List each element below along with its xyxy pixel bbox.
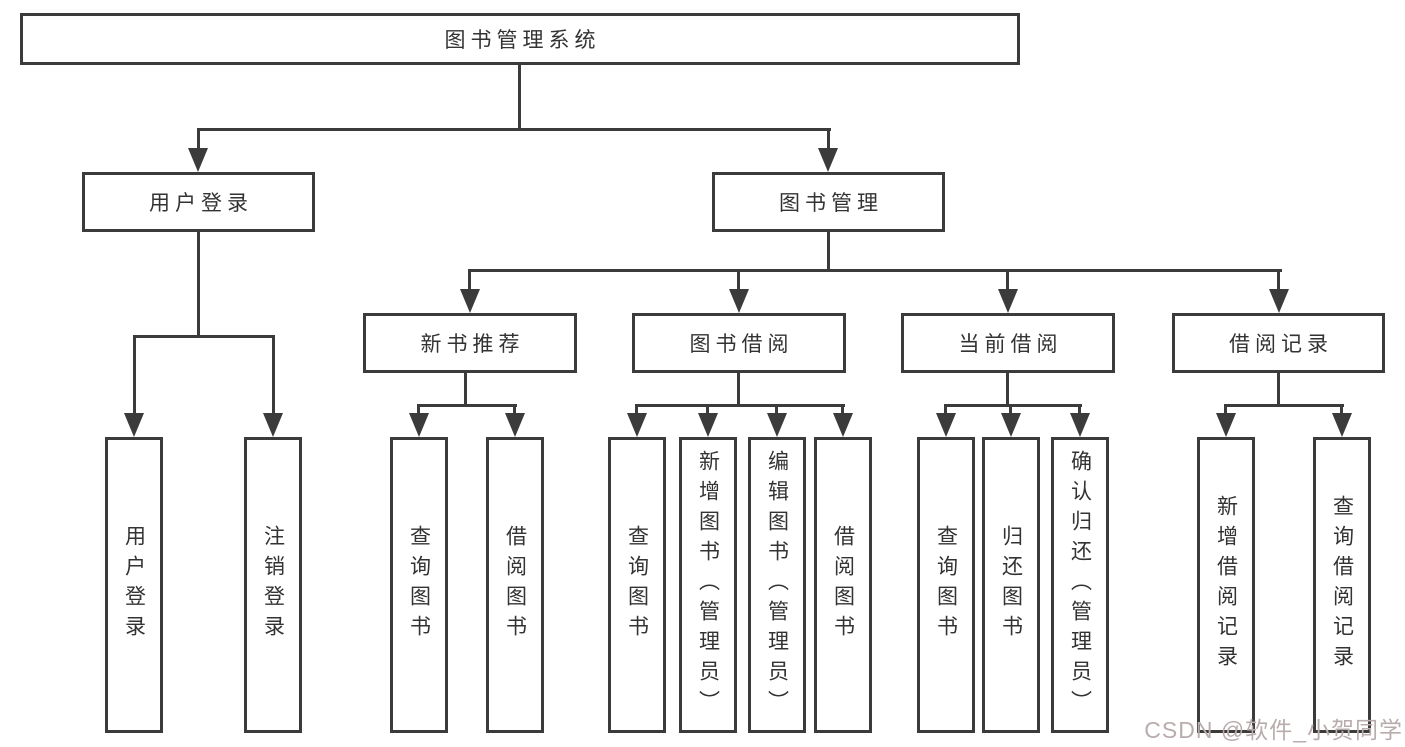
arrow-down-icon [124, 413, 144, 437]
arrow-down-icon [833, 413, 853, 437]
leaf-logout: 注销登录 [244, 437, 302, 733]
leaf-nb-borrow-books: 借阅图书 [486, 437, 544, 733]
node-book-management: 图书管理 [712, 172, 945, 232]
arrow-down-icon [409, 413, 429, 437]
node-borrow-records: 借阅记录 [1172, 313, 1385, 373]
connector-line [827, 231, 830, 272]
connector-line [1009, 404, 1012, 416]
connector-line [513, 404, 516, 416]
connector-line [417, 404, 517, 407]
connector-line [197, 128, 200, 152]
node-user-login: 用户登录 [82, 172, 315, 232]
connector-line [197, 128, 831, 131]
connector-line [635, 404, 845, 407]
arrow-down-icon [1001, 413, 1021, 437]
watermark: CSDN @软件_小贺同学 [1144, 717, 1403, 743]
connector-line [737, 269, 740, 293]
connector-line [944, 404, 1082, 407]
arrow-down-icon [263, 413, 283, 437]
arrow-down-icon [1070, 413, 1090, 437]
arrow-down-icon [1269, 289, 1289, 313]
connector-line [827, 128, 830, 152]
connector-line [417, 404, 420, 416]
arrow-down-icon [1216, 413, 1236, 437]
leaf-br-add-record: 新增借阅记录 [1197, 437, 1255, 733]
arrow-down-icon [505, 413, 525, 437]
connector-line [133, 335, 275, 338]
leaf-bb-add-books-admin: 新增图书（管理员） [679, 437, 737, 733]
connector-line [1078, 404, 1081, 416]
arrow-down-icon [729, 289, 749, 313]
leaf-bb-query-books: 查询图书 [608, 437, 666, 733]
connector-line [1006, 269, 1009, 293]
connector-line [635, 404, 638, 416]
node-book-borrow: 图书借阅 [632, 313, 846, 373]
connector-line [1006, 372, 1009, 407]
connector-line [944, 404, 947, 416]
connector-line [272, 335, 275, 417]
connector-line [841, 404, 844, 416]
connector-line [1277, 372, 1280, 407]
leaf-cb-query-books: 查询图书 [917, 437, 975, 733]
connector-line [464, 372, 467, 407]
connector-line [197, 231, 200, 338]
arrow-down-icon [936, 413, 956, 437]
leaf-nb-query-books: 查询图书 [390, 437, 448, 733]
connector-line [468, 269, 471, 293]
connector-line [518, 64, 521, 131]
node-library-system: 图书管理系统 [20, 13, 1020, 65]
node-current-borrow: 当前借阅 [901, 313, 1115, 373]
connector-line [468, 269, 1282, 272]
arrow-down-icon [998, 289, 1018, 313]
leaf-bb-edit-books-admin: 编辑图书（管理员） [748, 437, 806, 733]
arrow-down-icon [460, 289, 480, 313]
connector-line [133, 335, 136, 417]
leaf-cb-confirm-return-admin: 确认归还（管理员） [1051, 437, 1109, 733]
connector-line [737, 372, 740, 407]
leaf-user-login: 用户登录 [105, 437, 163, 733]
connector-line [1340, 404, 1343, 416]
connector-line [775, 404, 778, 416]
connector-line [1277, 269, 1280, 293]
arrow-down-icon [767, 413, 787, 437]
leaf-bb-borrow-books: 借阅图书 [814, 437, 872, 733]
node-new-book-recommend: 新书推荐 [363, 313, 577, 373]
connector-line [1224, 404, 1227, 416]
arrow-down-icon [1332, 413, 1352, 437]
leaf-cb-return-books: 归还图书 [982, 437, 1040, 733]
arrow-down-icon [698, 413, 718, 437]
arrow-down-icon [188, 148, 208, 172]
leaf-br-query-record: 查询借阅记录 [1313, 437, 1371, 733]
connector-line [1224, 404, 1344, 407]
connector-line [706, 404, 709, 416]
arrow-down-icon [627, 413, 647, 437]
arrow-down-icon [818, 148, 838, 172]
